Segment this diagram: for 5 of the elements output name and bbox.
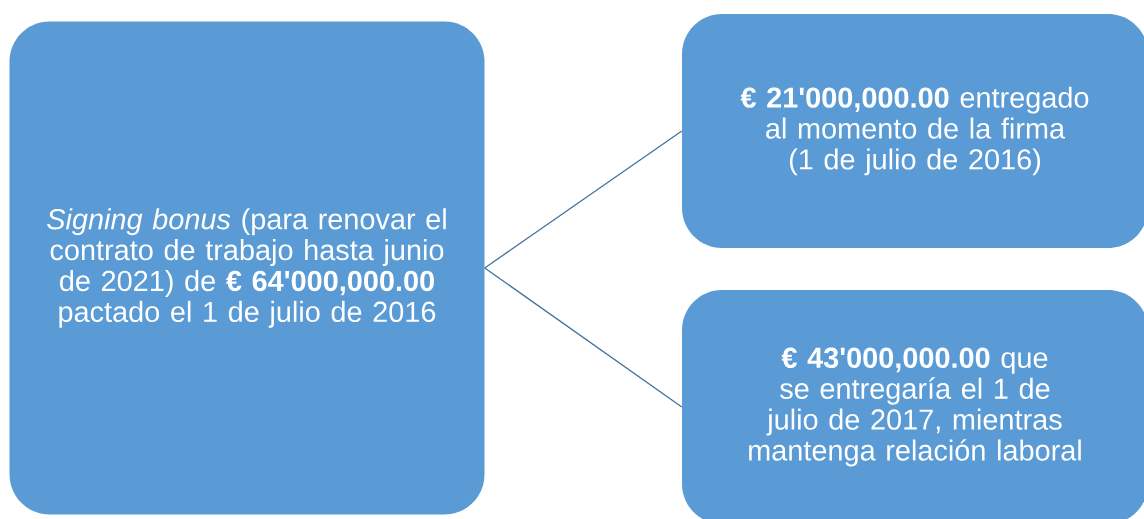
connector-line bbox=[484, 267, 683, 408]
text-box: € 21'000,000.00 entregado al momento de la firma (1 de julio de 2016) bbox=[682, 14, 1144, 248]
text-box: € 43'000,000.00 que se entregaría el 1 de julio de 2017, mientras mantenga relación laboral bbox=[682, 290, 1144, 519]
text-box: Signing bonus (para renovar el contrato de trabajo hasta junio de 2021) de € 64'000,000.00 pactado el 1 de julio de 2016 bbox=[9, 21, 485, 515]
connector-line bbox=[484, 130, 683, 269]
